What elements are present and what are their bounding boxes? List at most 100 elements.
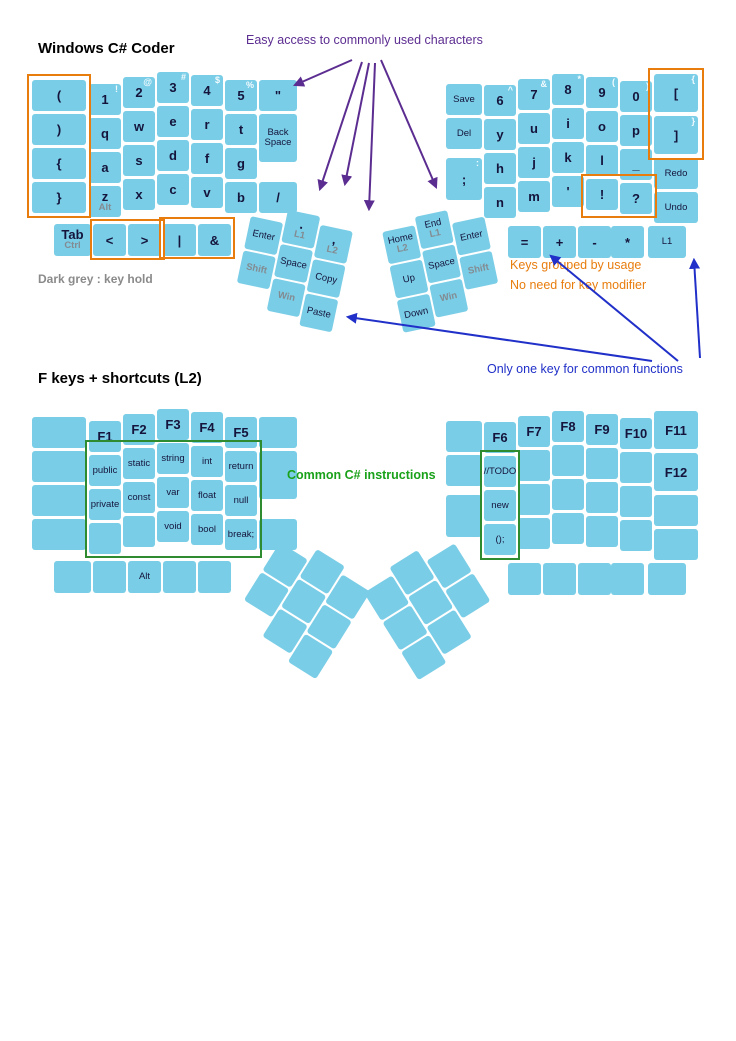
key-a: a [89,152,121,183]
key-blank [586,516,618,547]
shift-label: } [691,116,695,126]
key-c: c [157,174,189,205]
shift-label: : [476,158,479,168]
key-x: x [123,179,155,210]
tap-label: public [92,464,118,476]
tap-label: s [135,153,143,168]
tap-label: //TODO [483,465,517,477]
shift-label: ) [646,81,649,91]
key-save: Save [446,84,482,115]
key-8: *8 [552,74,584,105]
key-blank [259,417,297,448]
key-blank [198,561,231,593]
highlight-box-angle-keys [90,219,165,260]
key-blank [648,563,686,595]
key-todo-comment: //TODO [484,456,516,487]
tap-label: 7 [530,87,538,102]
tap-label: int [201,455,213,467]
tap-label: ! [599,187,605,202]
tap-label: n [496,195,504,210]
tap-label: bool [198,523,216,535]
key-6: ^6 [484,85,516,116]
tap-label: const [127,491,151,503]
key-del: Del [446,118,482,149]
tap-label: 0 [632,89,640,104]
tap-label: p [632,123,640,138]
key-space: Space [421,244,462,284]
hold-label: Alt [98,201,112,213]
key-9: (9 [586,77,618,108]
hold-label: Ctrl [64,240,81,252]
tap-label: new [491,499,509,511]
purple-arrows [292,59,438,212]
tap-label: y [496,127,504,142]
key-d: d [157,140,189,171]
tap-label: Up [401,271,416,286]
tap-label: Enter [251,227,276,243]
tap-label: l [600,153,604,168]
key-plus: + [543,226,576,258]
key-blank [586,448,618,479]
key-blank [654,529,698,560]
key-blank [578,563,611,595]
tap-label: F6 [492,430,508,445]
key-up: Up [389,259,429,299]
key-copy: Copy [306,259,346,299]
shift-label: { [691,74,695,84]
key-string: string [157,443,189,474]
key-1: !1 [89,84,121,115]
key-3: #3 [157,72,189,103]
key-undo: Undo [654,192,698,223]
tap-label: * [624,234,631,250]
tap-label: q [101,126,109,141]
key-hold-shift: Shift [459,250,499,290]
tap-label: 3 [169,80,177,95]
tap-label: Down [403,304,430,321]
key-open-bracket: {[ [654,74,698,112]
key-blank [552,445,584,476]
key-2: @2 [123,77,155,108]
key-blank [446,495,482,537]
key-apostrophe: ' [552,176,584,207]
key-paste: Paste [299,293,339,333]
tap-label: F9 [594,422,610,437]
key-f3: F3 [157,409,189,440]
tap-label: > [140,232,149,248]
key-back-space: Back Space [259,114,297,162]
tap-label: Enter [459,227,484,244]
key-redo: Redo [654,158,698,189]
key-enter: Enter [244,216,284,256]
tap-label: m [528,189,540,204]
tap-label: 4 [203,83,211,98]
hold-label: L1 [428,227,442,241]
shift-label: % [245,80,254,90]
key-blank [611,563,644,595]
tap-label: b [237,190,245,205]
key-blank [586,482,618,513]
tap-label: F4 [199,420,215,435]
key-blank [552,513,584,544]
tap-label: j [532,155,536,170]
grouped-note-line2: No need for key modifier [510,278,647,292]
key-blank [163,561,196,593]
tap-label: F10 [624,426,648,441]
key-f12: F12 [654,453,698,491]
key-minus: - [578,226,611,258]
tap-label: u [530,121,538,136]
tap-label: { [56,156,62,171]
tap-label: a [101,160,109,175]
tap-label: break; [227,528,255,540]
tap-label: - [592,234,597,250]
key-hold-win: Win [266,278,306,318]
tap-label: 8 [564,82,572,97]
key-less-than: < [93,224,126,256]
tap-label: h [496,161,504,176]
key-s: s [123,145,155,176]
tap-label: ; [461,171,467,187]
key-question: ? [620,183,652,214]
key-f: f [191,143,223,174]
layer1-title: Windows C# Coder [38,40,175,57]
grouped-note-line1: Keys grouped by usage [510,258,642,272]
